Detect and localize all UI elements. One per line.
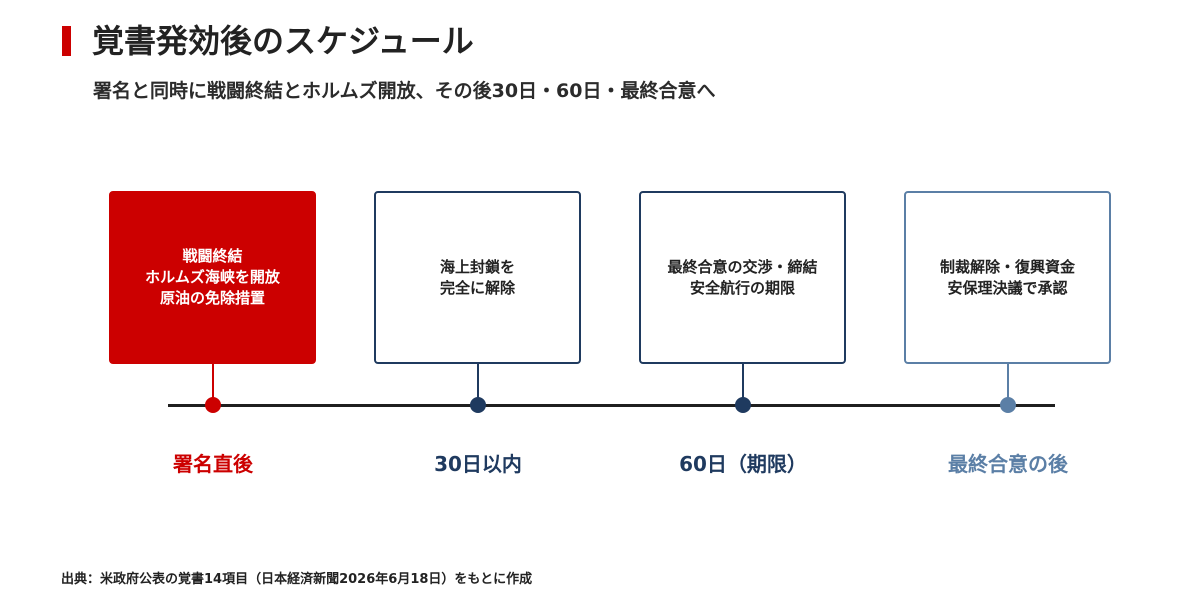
stage-label-signing: 署名直後 — [173, 452, 253, 476]
stage-label-final-agreement: 最終合意の後 — [948, 452, 1068, 476]
page-subtitle: 署名と同時に戦闘終結とホルムズ開放、その後30日・60日・最終合意へ — [93, 80, 716, 102]
stage-label-60-days: 60日（期限） — [679, 452, 807, 476]
stage-box-line: 戦闘終結 — [182, 247, 243, 265]
stage-box-line: 原油の免除措置 — [159, 289, 265, 307]
stage-label-30-days: 30日以内 — [434, 452, 522, 476]
stage-box-line: 海上封鎖を — [439, 257, 515, 276]
timeline-dot — [205, 397, 221, 413]
timeline-axis — [168, 404, 1055, 407]
stage-box-60-days: 最終合意の交渉・締結 安全航行の期限 — [639, 191, 846, 364]
stage-connector — [212, 364, 214, 398]
timeline-dot — [735, 397, 751, 413]
timeline-dot — [470, 397, 486, 413]
stage-box-line: 完全に解除 — [439, 278, 515, 297]
title-accent-bar — [62, 26, 71, 56]
timeline-dot — [1000, 397, 1016, 413]
stage-box-line: 安全航行の期限 — [689, 278, 795, 297]
stage-box-line: ホルムズ海峡を開放 — [145, 268, 280, 286]
page-title: 覚書発効後のスケジュール — [92, 22, 474, 60]
stage-connector — [742, 364, 744, 398]
stage-box-line: 最終合意の交渉・締結 — [667, 257, 818, 276]
stage-box-line: 制裁解除・復興資金 — [939, 257, 1075, 276]
stage-box-30-days: 海上封鎖を 完全に解除 — [374, 191, 581, 364]
stage-connector — [1007, 364, 1009, 398]
stage-box-signing: 戦闘終結 ホルムズ海峡を開放 原油の免除措置 — [109, 191, 316, 364]
source-note: 出典：米政府公表の覚書14項目（日本経済新聞2026年6月18日）をもとに作成 — [61, 572, 533, 587]
stage-box-final-agreement: 制裁解除・復興資金 安保理決議で承認 — [904, 191, 1111, 364]
stage-box-line: 安保理決議で承認 — [947, 278, 1068, 297]
stage-connector — [477, 364, 479, 398]
